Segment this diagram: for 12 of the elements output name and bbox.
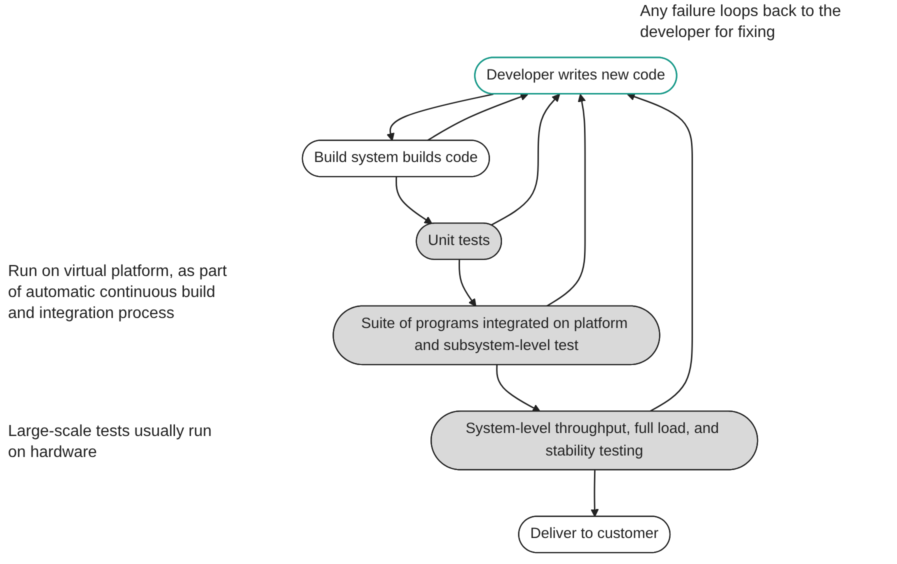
arrow bbox=[546, 94, 586, 307]
arrow bbox=[396, 177, 432, 224]
annotation-text: Run on virtual platform, as part of automatic continuous build and integration process bbox=[8, 262, 228, 324]
arrow bbox=[590, 470, 599, 518]
annotation-text: Large-scale tests usually run on hardware bbox=[8, 422, 213, 463]
arrow bbox=[426, 92, 528, 142]
arrow bbox=[626, 92, 693, 412]
arrow bbox=[490, 94, 560, 226]
note-text: Any failure loops back to the developer for fixing bbox=[640, 2, 842, 43]
arrow bbox=[458, 260, 476, 307]
arrow bbox=[496, 365, 541, 412]
arrow bbox=[386, 94, 494, 142]
